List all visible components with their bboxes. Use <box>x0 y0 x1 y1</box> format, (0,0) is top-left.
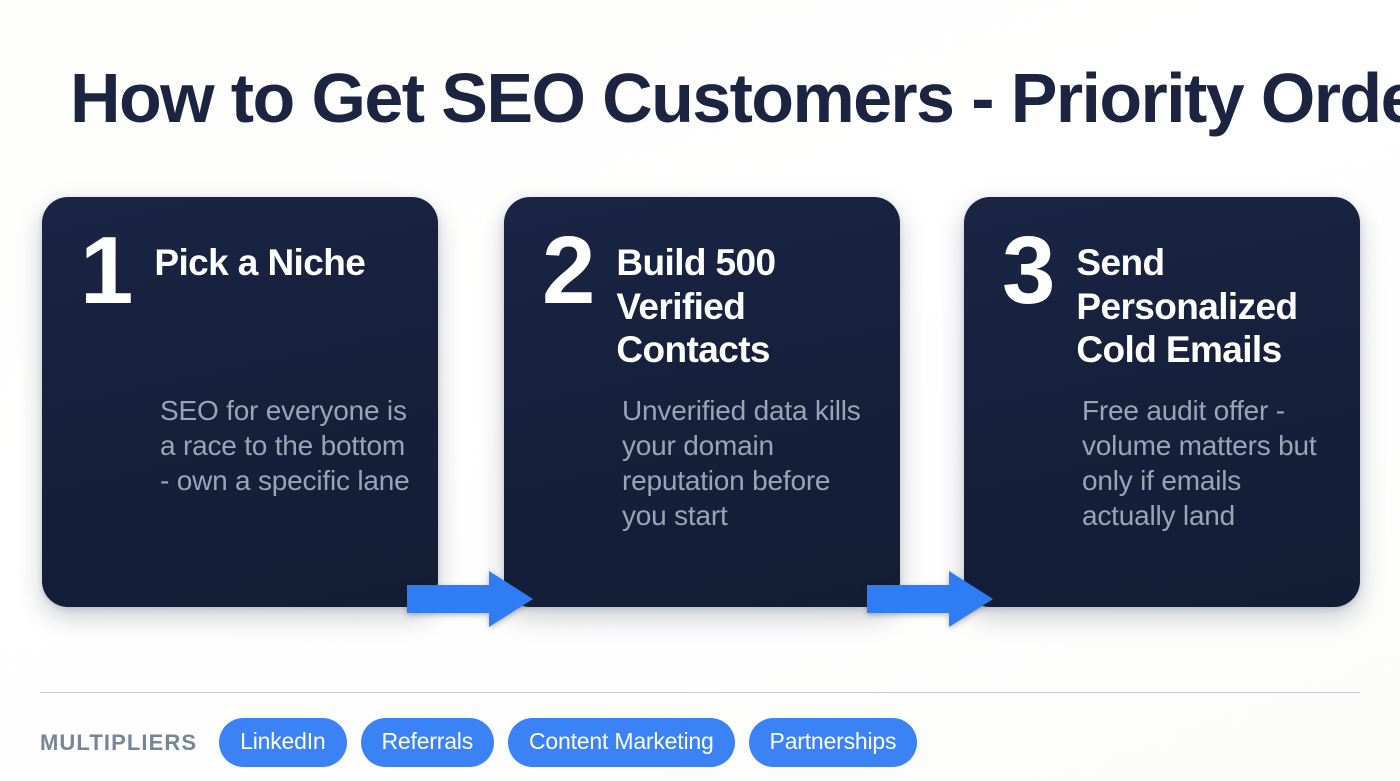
step-card-1-header: 1 Pick a Niche <box>80 217 410 324</box>
step-card-2: 2 Build 500 Verified Contacts Unverified… <box>504 197 900 607</box>
step-number-3: 3 <box>1002 217 1055 324</box>
multipliers-label: MULTIPLIERS <box>40 729 198 755</box>
multiplier-pill-partnerships[interactable]: Partnerships <box>748 718 918 767</box>
step-card-3-header: 3 Send Personalized Cold Emails <box>1002 217 1332 372</box>
multiplier-pill-content-marketing[interactable]: Content Marketing <box>508 718 735 767</box>
step-card-1: 1 Pick a Niche SEO for everyone is a rac… <box>42 197 438 607</box>
step-body-3: Free audit offer - volume matters but on… <box>1082 395 1317 531</box>
step-number-1: 1 <box>80 217 133 324</box>
arrow-right-icon <box>407 571 533 627</box>
step-title-2: Build 500 Verified Contacts <box>616 242 776 371</box>
step-title-3: Send Personalized Cold Emails <box>1076 242 1298 371</box>
multiplier-pill-linkedin[interactable]: LinkedIn <box>219 718 347 767</box>
multiplier-pill-referrals[interactable]: Referrals <box>360 718 495 767</box>
step-card-3: 3 Send Personalized Cold Emails Free aud… <box>964 197 1360 607</box>
step-number-2: 2 <box>542 217 595 324</box>
multipliers-pill-list: LinkedIn Referrals Content Marketing Par… <box>219 718 918 767</box>
arrow-right-icon <box>867 571 993 627</box>
step-body-1: SEO for everyone is a race to the bottom… <box>160 395 410 496</box>
step-body-2: Unverified data kills your domain reputa… <box>622 395 861 531</box>
steps-container: 1 Pick a Niche SEO for everyone is a rac… <box>0 197 1400 627</box>
page-title: How to Get SEO Customers - Priority Orde… <box>70 59 1400 137</box>
step-card-2-header: 2 Build 500 Verified Contacts <box>542 217 872 372</box>
step-title-1: Pick a Niche <box>154 242 366 283</box>
multipliers-section: MULTIPLIERS LinkedIn Referrals Content M… <box>40 718 918 767</box>
footer-divider <box>40 692 1360 693</box>
